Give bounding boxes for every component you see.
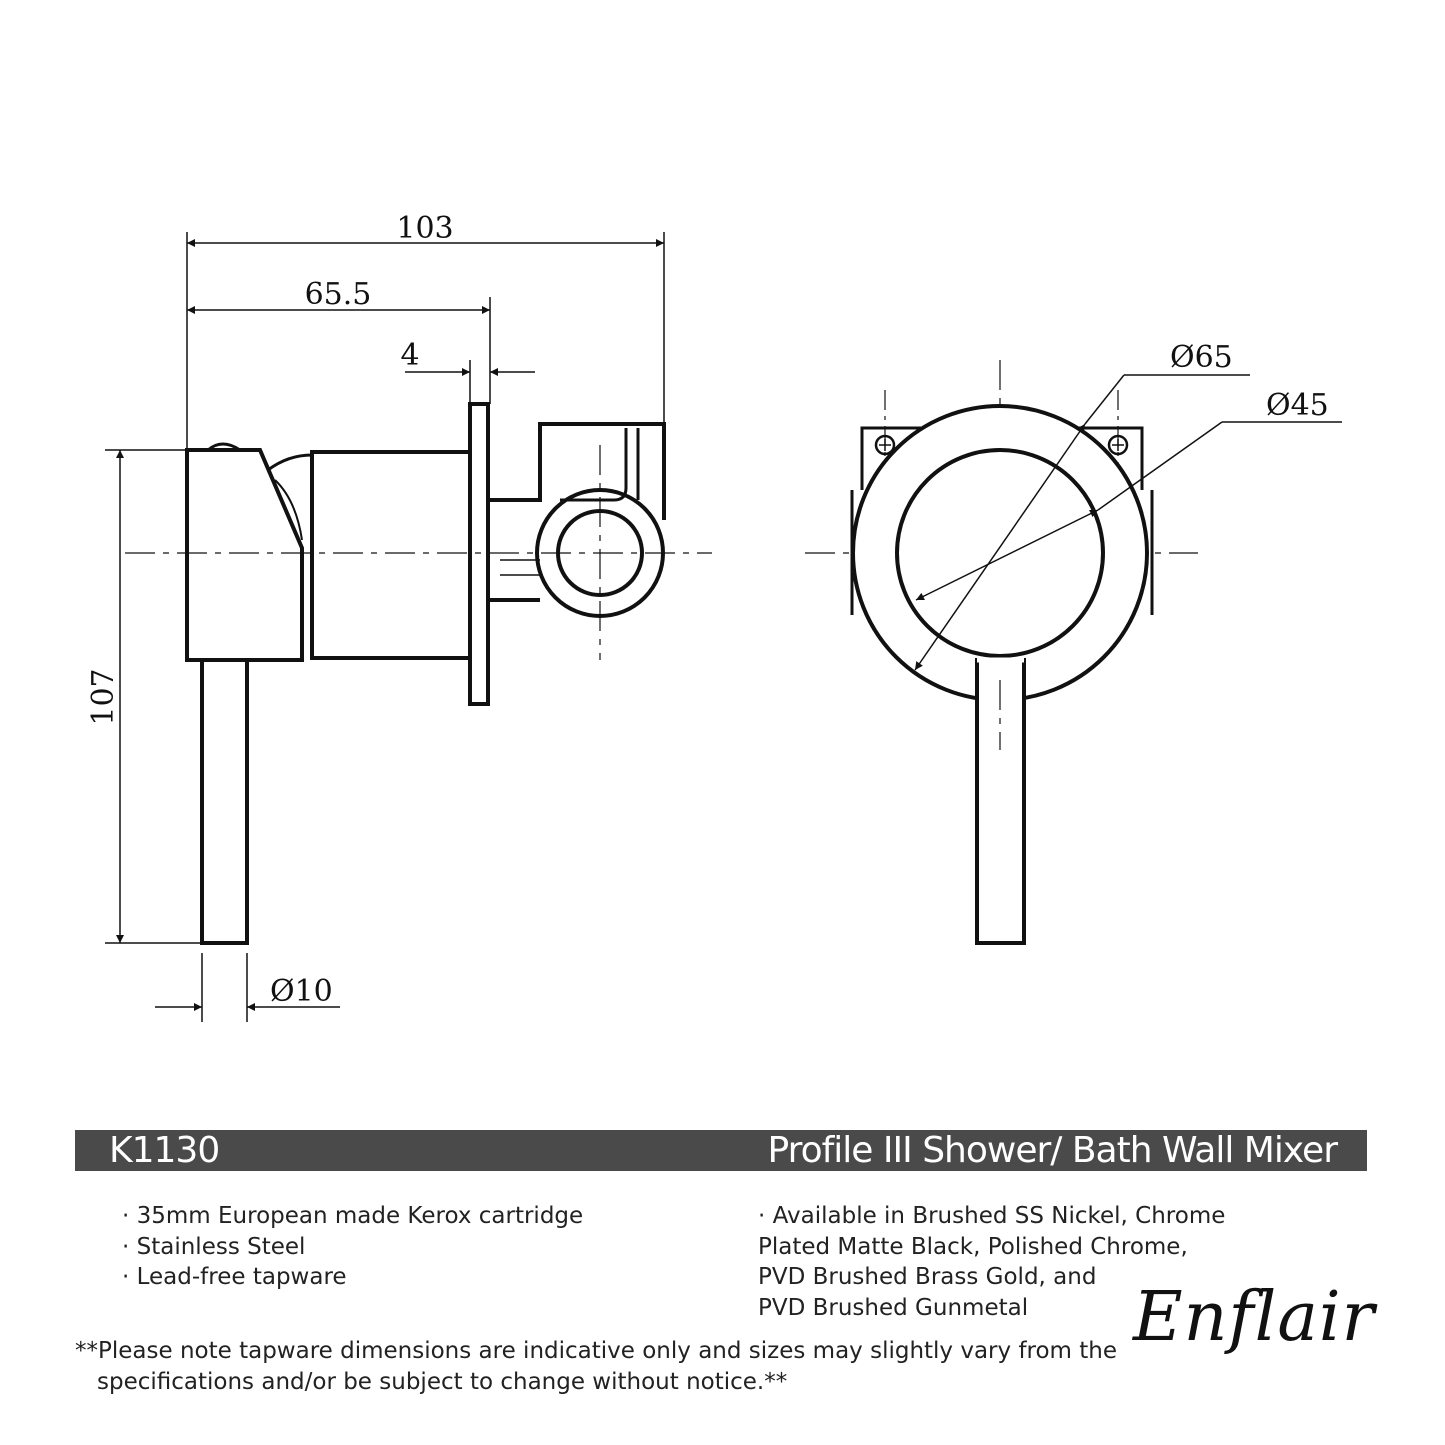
feature-item: · Available in Brushed SS Nickel, Chrome	[758, 1203, 1226, 1229]
dim-plate-diameter: Ø65	[1170, 340, 1233, 375]
feature-item: · Lead-free tapware	[122, 1264, 347, 1290]
features-list-right: · Available in Brushed SS Nickel, Chrome…	[758, 1201, 1225, 1323]
front-view-dimensions	[914, 374, 1342, 671]
dim-height: 107	[86, 668, 121, 725]
feature-item: PVD Brushed Gunmetal	[758, 1294, 1029, 1321]
brand-logo: Enflair	[1133, 1278, 1376, 1357]
side-view-dimensions	[105, 232, 665, 1022]
product-name: Profile III Shower/ Bath Wall Mixer	[767, 1130, 1338, 1171]
product-code: K1130	[109, 1130, 220, 1171]
front-view	[805, 360, 1198, 945]
disclaimer-note: **Please note tapware dimensions are ind…	[75, 1336, 1117, 1397]
feature-item: · 35mm European made Kerox cartridge	[122, 1203, 584, 1229]
feature-item: Plated Matte Black, Polished Chrome,	[758, 1233, 1188, 1260]
feature-item: PVD Brushed Brass Gold, and	[758, 1264, 1097, 1290]
dim-body-diameter: Ø45	[1266, 388, 1329, 423]
feature-item: · Stainless Steel	[122, 1233, 306, 1260]
dim-overall-width: 103	[396, 211, 453, 246]
dim-body-length: 65.5	[305, 277, 372, 312]
side-view	[125, 402, 712, 945]
technical-drawing: 103 65.5 4 107 Ø10 Ø65 Ø45	[86, 211, 1342, 1022]
note-line: **Please note tapware dimensions are ind…	[75, 1338, 1118, 1364]
dim-plate-thickness: 4	[400, 338, 419, 373]
features-list-left: · 35mm European made Kerox cartridge · S…	[122, 1201, 583, 1293]
note-line: specifications and/or be subject to chan…	[97, 1368, 788, 1395]
dim-handle-diameter: Ø10	[270, 974, 333, 1009]
title-bar: K1130 Profile III Shower/ Bath Wall Mixe…	[75, 1130, 1367, 1171]
